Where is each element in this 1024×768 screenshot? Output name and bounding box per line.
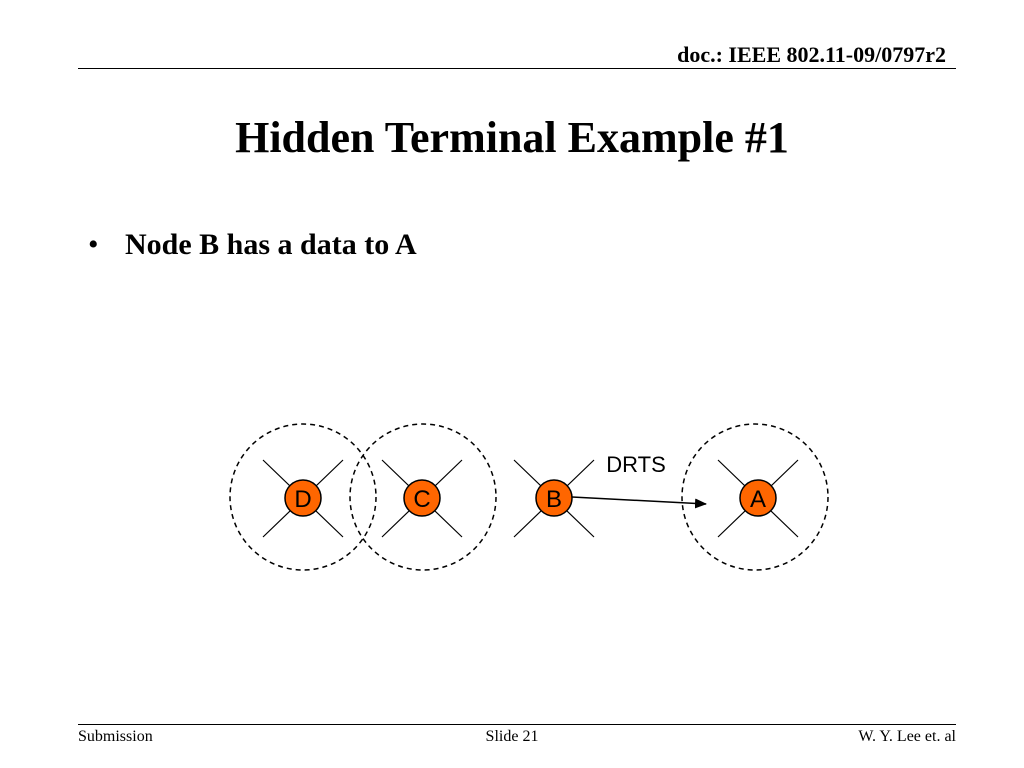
node-label-b: B [546,486,562,513]
bullet-list: • Node B has a data to A [88,228,417,262]
range-circle-a [681,423,829,571]
footer-submission: Submission [78,728,153,745]
header-divider [78,68,956,69]
footer-slide-number: Slide 21 [485,728,539,745]
node-a: A [739,479,777,517]
node-b: B [535,479,573,517]
footer-authors: W. Y. Lee et. al [858,728,956,745]
document-id: doc.: IEEE 802.11-09/0797r2 [677,42,946,67]
node-label-d: D [294,486,311,513]
slide-title: Hidden Terminal Example #1 [235,113,789,162]
node-c: C [403,479,441,517]
node-label-c: C [413,486,430,513]
edge-label-drts: DRTS [606,452,666,477]
range-circle-d [229,423,377,571]
bullet-text: Node B has a data to A [125,228,417,261]
bullet-marker: • [88,228,99,261]
node-label-a: A [750,486,766,513]
range-circle-c [349,423,497,571]
footer-divider [78,724,956,725]
node-d: D [284,479,322,517]
edge-b-to-a-arrow [571,496,707,509]
bullet-item: • Node B has a data to A [88,228,417,262]
